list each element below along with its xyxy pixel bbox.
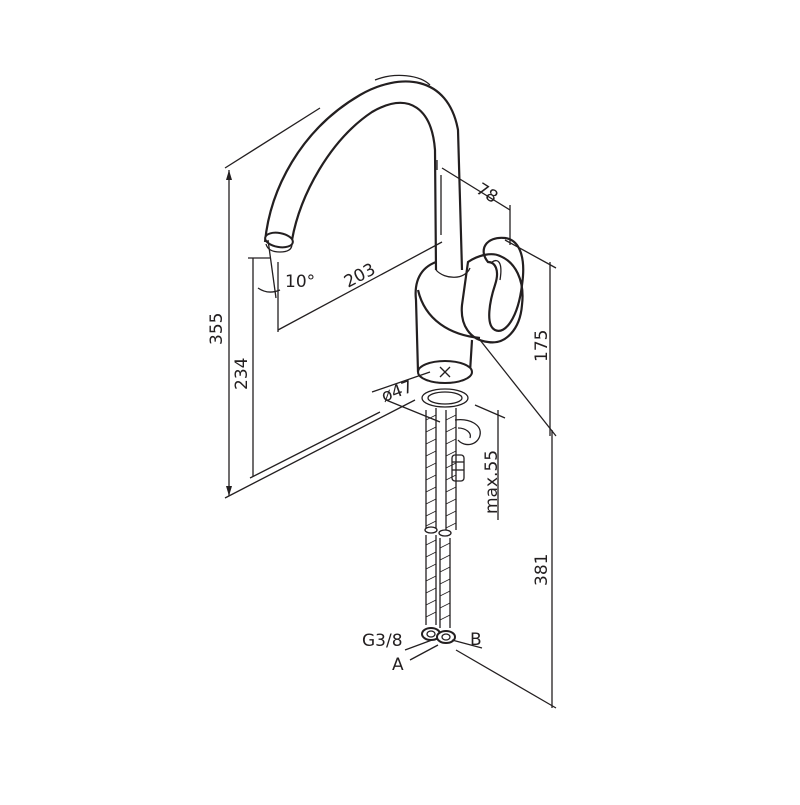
spout: [263, 74, 464, 271]
spout-reach-label: 203: [341, 260, 379, 293]
lever-handle: [460, 236, 525, 344]
body-height-label: 175: [532, 330, 552, 362]
hose-length-label: 381: [532, 554, 552, 586]
max-thickness-label: max.55: [482, 450, 502, 514]
thread-label: G3/8: [362, 631, 403, 651]
supply-hoses: [421, 408, 457, 644]
faucet-body: [414, 260, 481, 384]
overall-height-label: 355: [207, 313, 227, 345]
port-a-label: A: [392, 655, 404, 675]
spout-angle-label: 10°: [285, 272, 315, 292]
dimension-lines: [224, 107, 557, 709]
handle-depth-label: 78: [472, 179, 501, 207]
outlet-height-label: 234: [232, 358, 252, 390]
mounting-hardware: [421, 388, 481, 482]
port-b-label: B: [470, 630, 482, 650]
